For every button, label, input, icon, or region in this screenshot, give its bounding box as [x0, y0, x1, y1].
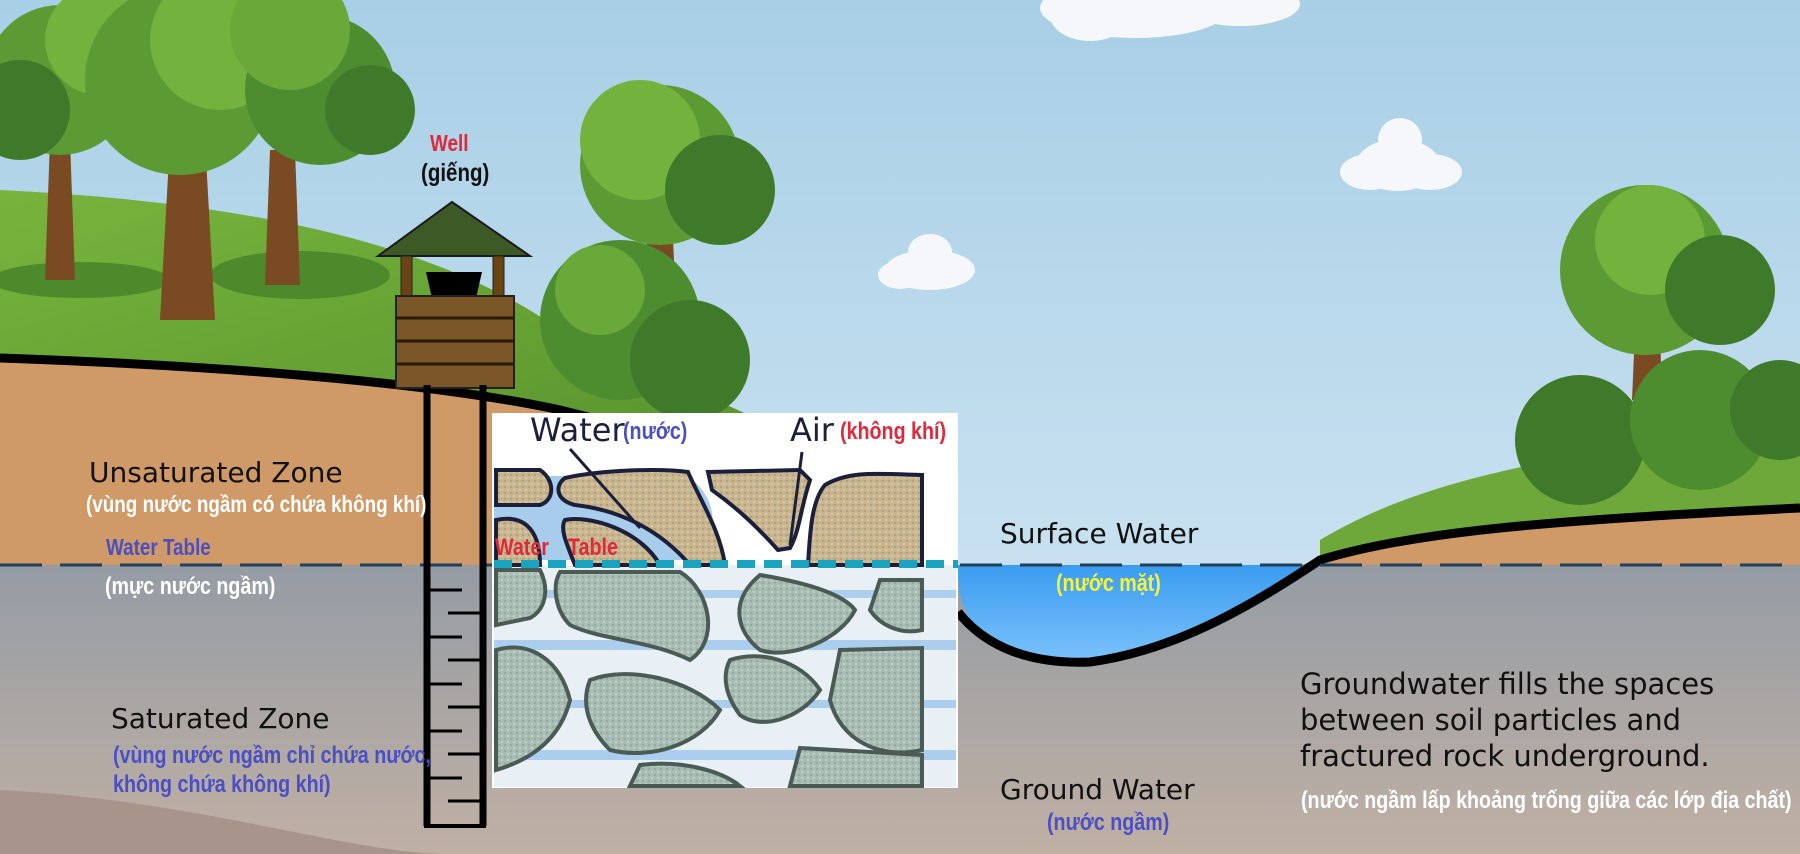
ground-water-label-vi: (nước ngầm)	[1047, 809, 1170, 836]
well-icon	[374, 200, 534, 389]
saturated-zone-label-vi-line2: không chứa không khí)	[113, 771, 331, 798]
well-label: Well	[430, 130, 469, 156]
unsaturated-zone-label-vi: (vùng nước ngầm có chứa không khí)	[86, 491, 427, 517]
inset-water-label: Water	[530, 411, 625, 449]
inset-water-table-word1: Water	[495, 534, 549, 561]
tree	[85, 0, 415, 320]
soil-pore-inset	[492, 413, 958, 788]
unsaturated-zone-label: Unsaturated Zone	[89, 456, 343, 489]
unsaturated-soil-left	[0, 358, 620, 565]
inset-water-label-vi: (nước)	[623, 418, 688, 445]
tree	[1515, 185, 1800, 505]
surface-water-label: Surface Water	[1000, 517, 1199, 550]
unsaturated-soil-right	[1300, 508, 1800, 565]
water-table-label-vi: (mực nước ngầm)	[105, 573, 276, 600]
ground-surface-line	[954, 503, 1800, 667]
description-line-1: Groundwater fills the spaces	[1300, 667, 1715, 701]
bedrock	[0, 790, 450, 854]
inset-air-label: Air	[790, 411, 834, 449]
cloud	[878, 234, 975, 290]
well-shaft	[423, 385, 487, 828]
surface-water-label-vi: (nước mặt)	[1056, 570, 1161, 597]
description-line-2: between soil particles and	[1300, 703, 1682, 737]
ground-surface-line	[0, 353, 642, 435]
cloud	[1040, 0, 1300, 41]
well-label-vi: (giếng)	[421, 159, 490, 187]
ground-water-label: Ground Water	[1000, 773, 1195, 806]
saturated-zone-label-vi-line1: (vùng nước ngầm chỉ chứa nước,	[113, 742, 431, 769]
inset-water-table-word2: Table	[568, 534, 618, 561]
description-line-3: fractured rock underground.	[1300, 739, 1710, 773]
inset-air-label-vi: (không khí)	[840, 418, 947, 445]
cloud	[1340, 118, 1462, 191]
saturated-zone-label: Saturated Zone	[111, 702, 330, 735]
tree	[540, 80, 775, 420]
surface-water-lake	[958, 565, 1320, 663]
description-label-vi: (nước ngầm lấp khoảng trống giữa các lớp…	[1301, 787, 1792, 814]
water-table-label: Water Table	[106, 534, 211, 560]
